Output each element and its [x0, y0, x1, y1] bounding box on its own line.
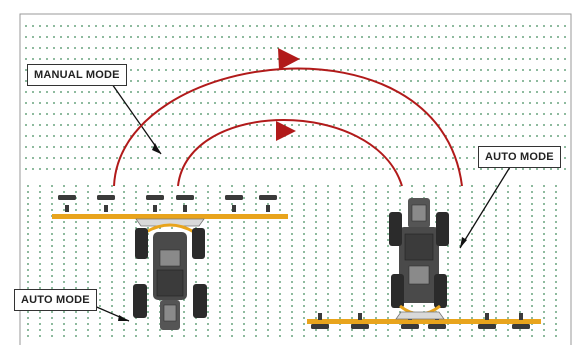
- outer-turn-arc: [113, 67, 463, 187]
- spray-boom-left: [52, 214, 288, 219]
- manual-mode-pointer-head: [152, 143, 161, 154]
- sprayer-tractor-icon-left: [52, 195, 288, 330]
- manual-mode-pointer: [111, 83, 162, 155]
- field-frame: [19, 13, 572, 345]
- manual-mode-label: MANUAL MODE: [27, 64, 127, 86]
- auto-mode-label-left: AUTO MODE: [14, 289, 97, 311]
- spray-boom-right: [307, 319, 541, 324]
- auto-mode-label-right: AUTO MODE: [478, 146, 561, 168]
- auto-mode-right-pointer: [459, 166, 511, 249]
- inner-turn-arrow-icon: [276, 121, 296, 141]
- inner-turn-arc: [177, 119, 403, 187]
- sprayer-tractor-icon-right: [307, 198, 541, 329]
- outer-turn-arrow-icon: [278, 48, 300, 70]
- auto-mode-left-pointer-head: [118, 315, 129, 321]
- auto-mode-right-pointer-head: [460, 237, 467, 248]
